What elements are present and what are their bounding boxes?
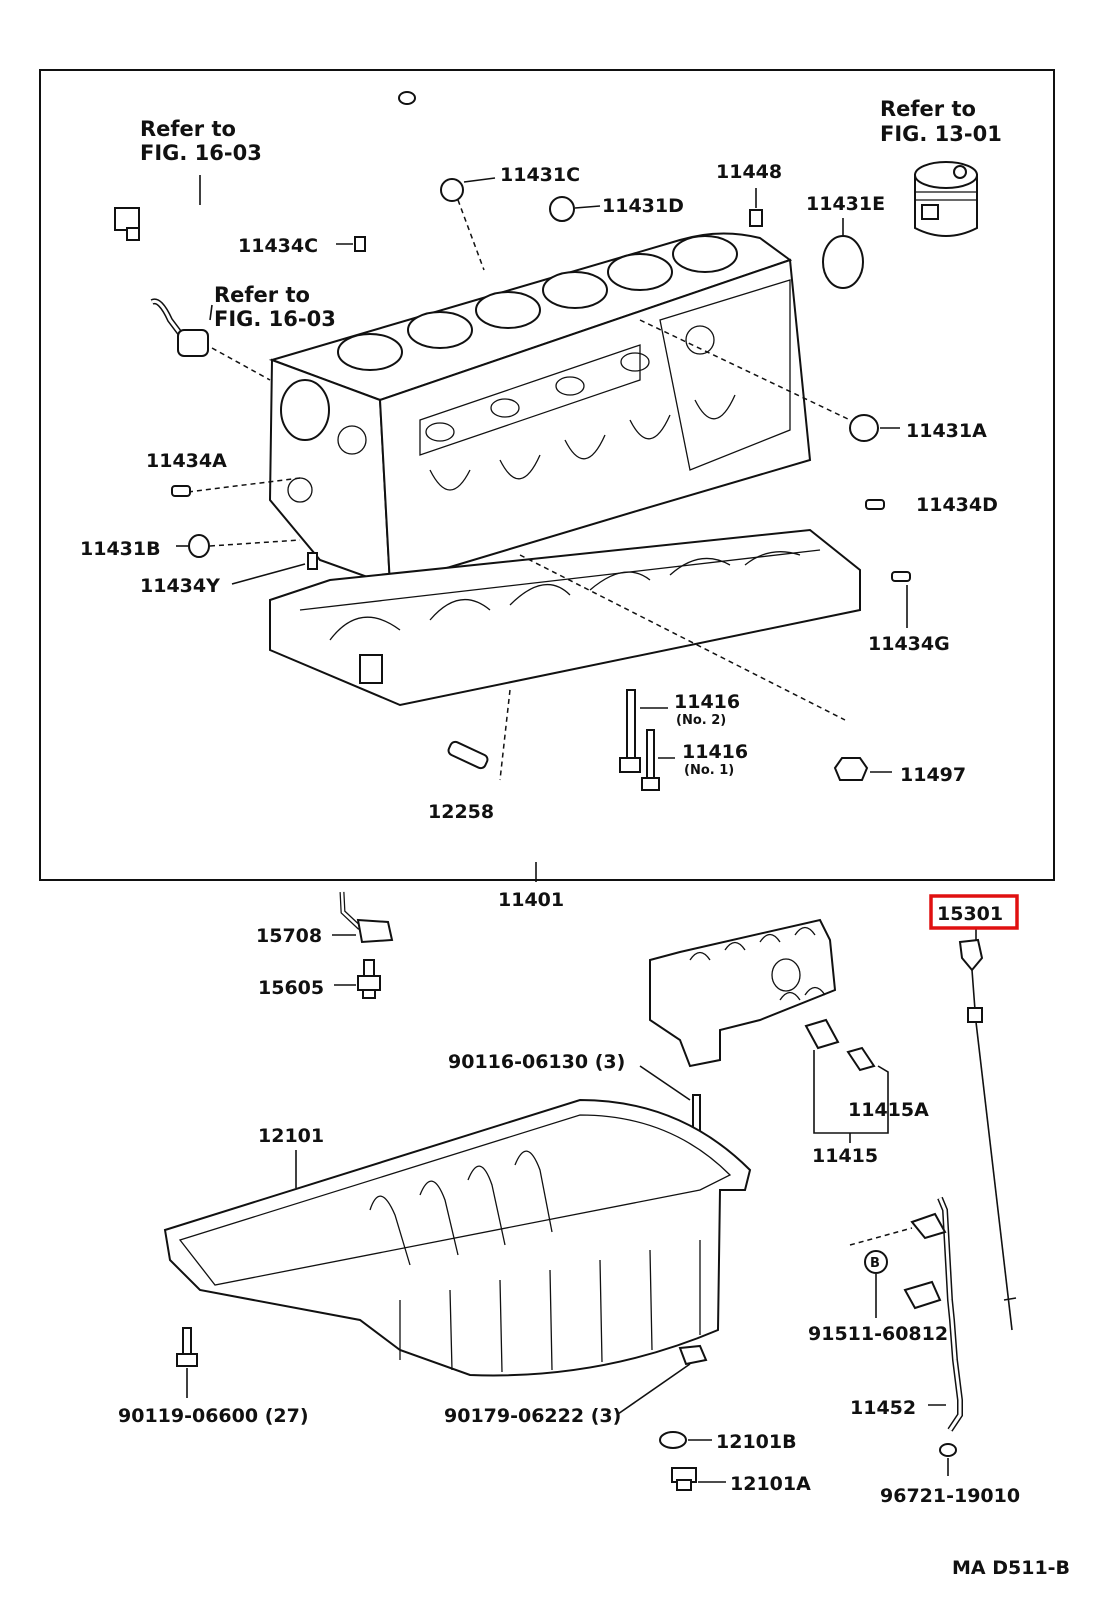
label-11416-no1[interactable]: 11416 xyxy=(682,741,748,763)
oil-pipe-upper-left xyxy=(114,91,473,241)
label-11448[interactable]: 11448 xyxy=(716,161,782,183)
bolt-11416-no1-icon xyxy=(641,729,660,791)
plug-11497 xyxy=(833,757,869,781)
label-11431B[interactable]: 11431B xyxy=(80,538,161,560)
ref-c-line2: FIG. 13-01 xyxy=(880,122,1002,146)
highlight-15301 xyxy=(929,894,1019,930)
label-11434Y[interactable]: 11434Y xyxy=(140,575,220,597)
badge-b-text: B xyxy=(870,1256,880,1271)
ref-c-line1: Refer to xyxy=(880,97,976,121)
nut-90179 xyxy=(678,1344,708,1366)
sensor-15708-icon xyxy=(339,891,394,944)
bolt-11416-no2-icon xyxy=(619,689,641,773)
label-12101B[interactable]: 12101B xyxy=(716,1431,797,1453)
label-91511[interactable]: 91511-60812 xyxy=(808,1323,948,1345)
plug-11431A xyxy=(849,414,879,442)
label-11416-no2[interactable]: 11416 xyxy=(674,691,740,713)
oil-outlet-housing-icon xyxy=(649,918,837,1068)
note-11416-no2: (No. 2) xyxy=(676,713,726,728)
fitting-11415 xyxy=(804,1018,840,1050)
stud-90116 xyxy=(692,1094,701,1132)
label-11431E[interactable]: 11431E xyxy=(806,193,885,215)
label-11434C[interactable]: 11434C xyxy=(238,235,318,257)
ref-b-line1: Refer to xyxy=(214,283,310,307)
label-11401[interactable]: 11401 xyxy=(498,889,564,911)
piston-icon xyxy=(914,161,978,237)
label-12101A[interactable]: 12101A xyxy=(730,1473,811,1495)
ref-a-line2: FIG. 16-03 xyxy=(140,141,262,165)
drain-plug-12101A-icon xyxy=(671,1467,697,1491)
label-11434D[interactable]: 11434D xyxy=(916,494,998,516)
label-11415A[interactable]: 11415A xyxy=(848,1099,929,1121)
label-15708[interactable]: 15708 xyxy=(256,925,322,947)
cylinder-block-icon xyxy=(268,232,861,707)
ref-a-line1: Refer to xyxy=(140,117,236,141)
label-15301[interactable]: 15301 xyxy=(937,903,1003,925)
plug-15605-icon xyxy=(357,959,381,999)
pin-11448 xyxy=(749,209,763,227)
bolt-90119-icon xyxy=(176,1327,198,1367)
figure-code: MA D511-B xyxy=(952,1557,1070,1579)
plug-11431D xyxy=(549,196,575,222)
o-ring-96721 xyxy=(939,1443,957,1457)
plug-11431E xyxy=(822,235,864,289)
bolt-11415A xyxy=(846,1046,876,1072)
dowel-11434A xyxy=(171,485,191,497)
dipstick-guide-11452-icon xyxy=(903,1196,963,1432)
assembly-frame xyxy=(39,69,1055,881)
label-11415[interactable]: 11415 xyxy=(812,1145,878,1167)
dowel-11434G xyxy=(891,571,911,582)
plug-11431C xyxy=(440,178,464,202)
label-90116[interactable]: 90116-06130 (3) xyxy=(448,1051,625,1073)
plug-11431B xyxy=(188,534,210,558)
bolt-badge-b xyxy=(864,1250,888,1274)
oil-pipe-lower-left xyxy=(150,298,271,381)
label-12101[interactable]: 12101 xyxy=(258,1125,324,1147)
label-11431A[interactable]: 11431A xyxy=(906,420,987,442)
dowel-12258 xyxy=(447,740,489,770)
label-12258[interactable]: 12258 xyxy=(428,801,494,823)
ref-b-line2: FIG. 16-03 xyxy=(214,307,336,331)
label-11431D[interactable]: 11431D xyxy=(602,195,684,217)
dowel-11434Y xyxy=(307,552,318,570)
label-11452[interactable]: 11452 xyxy=(850,1397,916,1419)
label-90119[interactable]: 90119-06600 (27) xyxy=(118,1405,309,1427)
label-11497[interactable]: 11497 xyxy=(900,764,966,786)
pin-11434C xyxy=(354,236,366,252)
label-11431C[interactable]: 11431C xyxy=(500,164,580,186)
label-11434A[interactable]: 11434A xyxy=(146,450,227,472)
label-15605[interactable]: 15605 xyxy=(258,977,324,999)
label-90179[interactable]: 90179-06222 (3) xyxy=(444,1405,621,1427)
gasket-12101B xyxy=(659,1431,687,1449)
oil-pan-12101-icon xyxy=(163,1098,752,1377)
dipstick-15301-icon xyxy=(958,938,1017,1331)
label-96721[interactable]: 96721-19010 xyxy=(880,1485,1020,1507)
label-11434G[interactable]: 11434G xyxy=(868,633,950,655)
note-11416-no1: (No. 1) xyxy=(684,763,734,778)
dowel-11434D xyxy=(865,499,885,510)
